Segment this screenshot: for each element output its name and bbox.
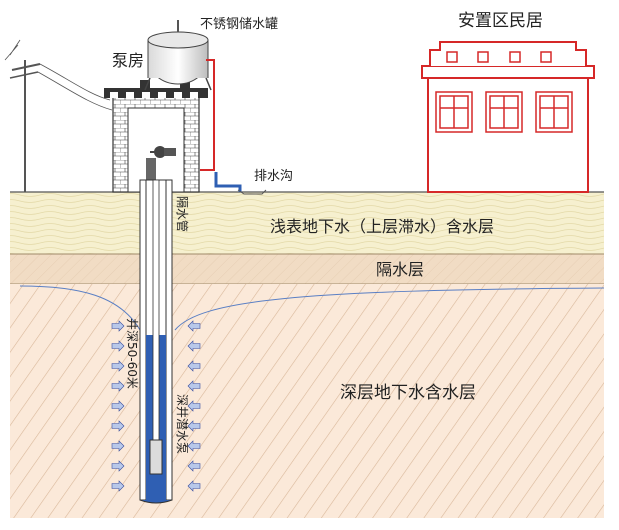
well-depth-label: 井深50-60米 xyxy=(125,318,139,389)
power-pole xyxy=(4,39,113,192)
drain-ditch-label: 排水沟 xyxy=(254,169,293,184)
deep-well-pump xyxy=(149,439,163,475)
aquitard-layer xyxy=(10,253,604,285)
drain-pipe xyxy=(214,172,267,195)
drawdown-curve xyxy=(19,285,605,331)
pump-house-label: 泵房 xyxy=(112,51,144,70)
deep-aquifer-label: 深层地下水含水层 xyxy=(340,383,476,403)
shallow-aquifer-layer xyxy=(10,192,604,254)
deep-aquifer-layer xyxy=(10,284,604,518)
well-casing xyxy=(139,179,173,504)
outlet-pipe xyxy=(200,59,215,171)
aquitard-label: 隔水层 xyxy=(376,260,424,279)
deep-pump-label: 深井潜水泵 xyxy=(175,394,189,454)
inflow-arrows-left xyxy=(111,320,125,492)
residence-label: 安置区民居 xyxy=(458,11,543,31)
wellhead xyxy=(146,146,176,180)
stainless-tank xyxy=(144,20,212,91)
isolation-pipe-label: 隔水管 xyxy=(175,196,190,232)
tank-label: 不锈钢储水罐 xyxy=(200,17,278,32)
residence-building xyxy=(421,41,595,193)
shallow-aquifer-label: 浅表地下水（上层滞水）含水层 xyxy=(270,217,494,236)
